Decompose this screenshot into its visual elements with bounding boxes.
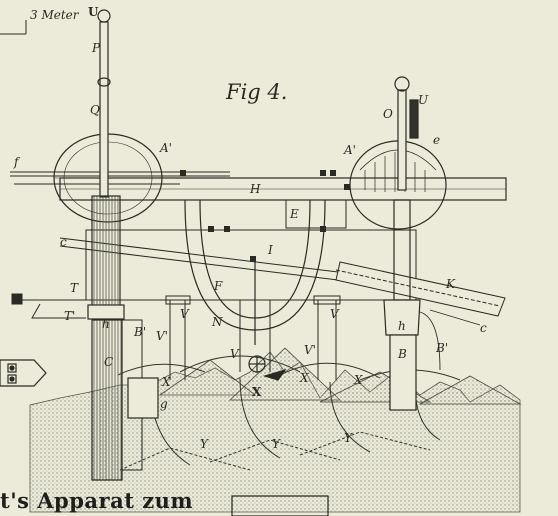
- label-X-a: X: [162, 375, 171, 389]
- label-U-top: U: [88, 5, 99, 19]
- label-g: g: [160, 397, 168, 411]
- label-B-right: B: [398, 347, 407, 361]
- caption-text: t's Apparat zum: [0, 488, 194, 513]
- label-O: O: [383, 107, 393, 121]
- label-X-d: X: [354, 373, 363, 387]
- label-c-left: c: [60, 235, 67, 249]
- side-pipe-left: [11, 293, 92, 319]
- label-H: H: [250, 182, 261, 196]
- column-right: [383, 76, 441, 411]
- label-Y-a: Y: [200, 437, 208, 451]
- figure-title: Fig 4.: [226, 80, 288, 104]
- label-B-prime-right: B': [436, 341, 449, 355]
- pillars-V: [165, 295, 341, 380]
- label-h-left: h: [102, 317, 110, 331]
- label-T-prime: T': [64, 309, 76, 323]
- label-A-right: A': [344, 143, 356, 157]
- label-c-right: c: [480, 321, 487, 335]
- label-h-right: h: [398, 319, 406, 333]
- label-E: E: [290, 207, 299, 221]
- label-U-right: U: [418, 93, 429, 107]
- label-X-b: X: [252, 385, 262, 399]
- label-X-c: X: [300, 371, 309, 385]
- label-V-a: V: [180, 307, 189, 321]
- coupling-i: [248, 355, 287, 381]
- beam-H: [59, 177, 507, 201]
- label-T: T: [70, 281, 79, 295]
- label-V-b: V: [330, 307, 339, 321]
- scale-bar: [0, 20, 27, 35]
- label-F: F: [214, 279, 223, 293]
- label-V-c: V: [230, 347, 239, 361]
- rod-f: [10, 171, 230, 185]
- label-A-left: A': [160, 141, 172, 155]
- bolts: [180, 170, 350, 262]
- label-V-prime-right: V': [304, 343, 316, 357]
- frame-F: [184, 199, 326, 345]
- label-Y-c: Y: [344, 431, 352, 445]
- boat-icon: [0, 359, 47, 387]
- label-I: I: [268, 243, 273, 257]
- label-V-prime-left: V': [156, 329, 168, 343]
- caption-box: [231, 495, 329, 516]
- label-f: f: [14, 155, 19, 169]
- scale-label: 3 Meter: [30, 8, 79, 22]
- label-e: e: [433, 133, 441, 147]
- label-B-prime-left: B': [134, 325, 147, 339]
- label-P: P: [92, 41, 101, 55]
- column-left: [87, 9, 159, 481]
- label-C: C: [104, 355, 114, 369]
- label-N: N: [212, 315, 223, 329]
- label-Q: Q: [90, 103, 100, 117]
- label-Y-b: Y: [272, 437, 280, 451]
- label-K: K: [446, 277, 455, 291]
